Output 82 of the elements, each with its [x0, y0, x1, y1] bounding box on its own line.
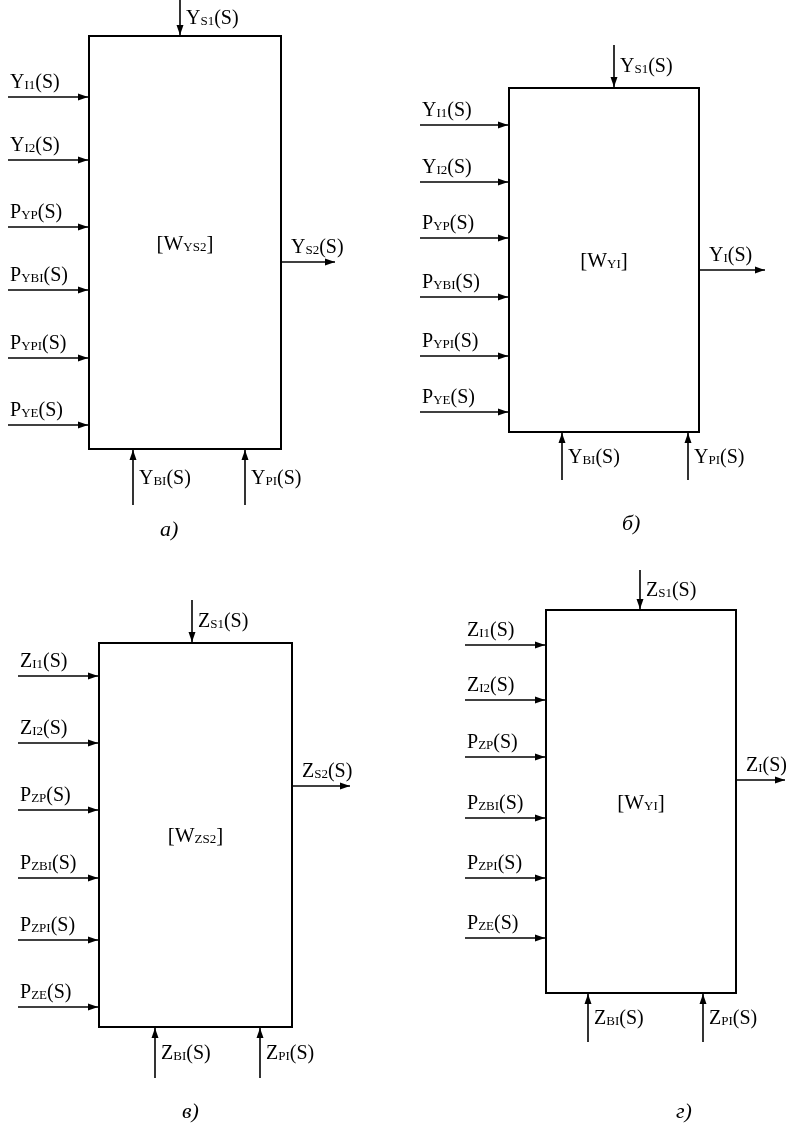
arrow	[684, 432, 692, 481]
signal-label: P$_{ZPI}$(S)	[19, 913, 77, 936]
arrow	[558, 432, 566, 481]
panel-caption: а)	[160, 516, 179, 542]
arrow	[584, 993, 592, 1043]
arrow	[419, 121, 509, 129]
signal-label: Y$_{I1}$(S)	[421, 98, 473, 121]
arrow	[464, 934, 546, 942]
signal-label: P$_{YE}$(S)	[421, 385, 476, 408]
signal-label: Y$_{I2}$(S)	[421, 155, 473, 178]
panel-caption: в)	[182, 1098, 199, 1124]
signal-label: Z$_{I1}$(S)	[466, 618, 516, 641]
panel-caption: б)	[622, 510, 641, 536]
signal-label: Z$_{I2}$(S)	[19, 716, 69, 739]
signal-label: Y$_{I2}$(S)	[9, 133, 61, 156]
arrow	[464, 696, 546, 704]
signal-label: P$_{ZE}$(S)	[19, 980, 73, 1003]
signal-label: Y$_{I1}$(S)	[9, 70, 61, 93]
panel-caption: г)	[676, 1098, 692, 1124]
arrow	[419, 293, 509, 301]
arrow	[17, 739, 99, 747]
arrow	[281, 258, 336, 266]
arrow	[610, 44, 618, 88]
arrow	[176, 0, 184, 36]
transfer-function-block	[98, 642, 293, 1028]
arrow	[464, 753, 546, 761]
signal-label: P$_{ZP}$(S)	[466, 730, 519, 753]
arrow	[636, 569, 644, 610]
signal-label: Y$_{I}$(S)	[708, 243, 754, 266]
arrow	[7, 93, 89, 101]
arrow	[17, 936, 99, 944]
arrow	[699, 993, 707, 1043]
arrow	[736, 776, 786, 784]
signal-label: Z$_{I1}$(S)	[19, 649, 69, 672]
arrow	[17, 1003, 99, 1011]
arrow	[241, 449, 249, 506]
signal-label: Y$_{S2}$(S)	[290, 235, 345, 258]
signal-label: P$_{ZE}$(S)	[466, 911, 520, 934]
signal-label: Z$_{S2}$(S)	[301, 759, 354, 782]
arrow	[7, 354, 89, 362]
arrow	[7, 286, 89, 294]
transfer-function-block	[545, 609, 737, 994]
arrow	[699, 266, 766, 274]
signal-label: P$_{YPI}$(S)	[421, 329, 480, 352]
signal-label: P$_{ZBI}$(S)	[466, 791, 525, 814]
transfer-function-block	[88, 35, 282, 450]
signal-label: P$_{YP}$(S)	[9, 200, 64, 223]
signal-label: Z$_{I2}$(S)	[466, 673, 516, 696]
arrow	[7, 156, 89, 164]
signal-label: Y$_{S1}$(S)	[619, 54, 674, 77]
arrow	[7, 421, 89, 429]
signal-label: P$_{ZP}$(S)	[19, 783, 72, 806]
signal-label: P$_{YBI}$(S)	[421, 270, 481, 293]
signal-label: Z$_{BI}$(S)	[593, 1006, 645, 1029]
arrow	[292, 782, 351, 790]
arrow	[419, 234, 509, 242]
arrow	[129, 449, 137, 506]
arrow	[419, 408, 509, 416]
signal-label: P$_{YP}$(S)	[421, 211, 476, 234]
signal-label: P$_{YE}$(S)	[9, 398, 64, 421]
arrow	[188, 599, 196, 643]
arrow	[7, 223, 89, 231]
signal-label: P$_{ZPI}$(S)	[466, 851, 524, 874]
arrow	[419, 178, 509, 186]
arrow	[17, 874, 99, 882]
signal-label: Z$_{PI}$(S)	[265, 1041, 316, 1064]
signal-label: Z$_{S1}$(S)	[197, 609, 250, 632]
signal-label: P$_{ZBI}$(S)	[19, 851, 78, 874]
arrow	[464, 641, 546, 649]
signal-label: Z$_{PI}$(S)	[708, 1006, 759, 1029]
arrow	[419, 352, 509, 360]
arrow	[464, 814, 546, 822]
arrow	[17, 806, 99, 814]
signal-label: Z$_{BI}$(S)	[160, 1041, 212, 1064]
signal-label: Z$_{I}$(S)	[745, 753, 788, 776]
arrow	[17, 672, 99, 680]
arrow	[256, 1027, 264, 1079]
arrow	[151, 1027, 159, 1079]
signal-label: P$_{YBI}$(S)	[9, 263, 69, 286]
transfer-function-block	[508, 87, 700, 433]
arrow	[464, 874, 546, 882]
signal-label: P$_{YPI}$(S)	[9, 331, 68, 354]
